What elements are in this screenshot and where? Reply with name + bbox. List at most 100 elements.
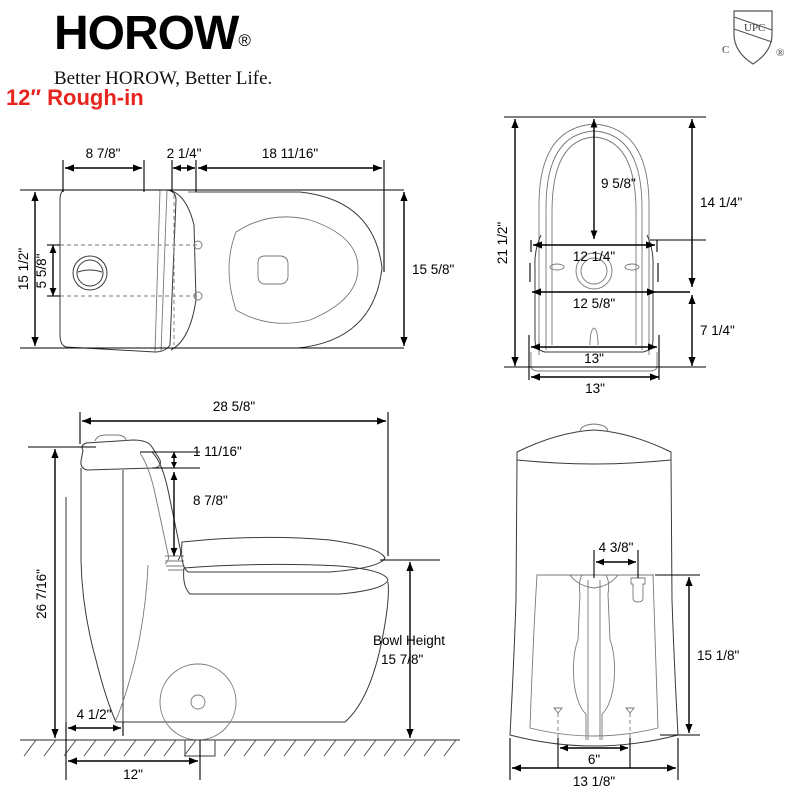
tank-lid-outline [80,439,161,471]
dim-side-rough-in: 12" [68,757,198,782]
brand-wordmark: HOROW® [54,8,251,67]
dim-front-lower-height: 7 1/4" [688,295,735,366]
brand-tagline: Better HOROW, Better Life. [54,68,273,89]
upc-certification-badge: UPC C ® [722,10,784,65]
floor-hatching [23,739,457,757]
tank-neck-back [139,452,170,565]
dim-side-overall-length: 28 5/8" [82,399,386,425]
front-flush-inner-ring [580,257,608,285]
shield-band-bottom [733,28,773,43]
dim-rear-bolt-spacing-text: 6" [588,752,601,767]
hinge-left [549,263,565,271]
flush-button-divider [77,269,103,273]
dim-front-upper-height: 14 1/4" [688,119,743,287]
dim-tank-width: 15 1/2" [16,192,39,346]
dim-lid-thickness-text: 1 11/16" [193,444,242,459]
rough-in-label: 12″ Rough-in [6,85,144,110]
dim-tank-bowl-gap-text: 2 1/4" [167,146,202,161]
dim-tank-drop: 8 7/8" [170,472,228,556]
dim-seat-width-text: 12 1/4" [573,249,616,264]
supply-valve-icon [630,577,646,603]
dim-bowl-height-value: 15 7/8" [381,652,424,667]
dim-bowl-length: 18 11/16" [198,146,382,172]
trapway-top-curve [569,574,619,589]
dim-bowl-length-text: 18 11/16" [262,146,319,161]
dim-lid-thickness: 1 11/16" [171,444,242,468]
dim-tank-bowl-gap: 2 1/4" [167,146,202,172]
dim-rear-bolt-spacing: 6" [560,744,628,767]
rear-lid-outline [516,429,672,465]
front-base-outline [530,352,658,372]
shield-band-top [733,16,773,31]
trapway-left [573,574,587,740]
tank-seam-1 [154,189,161,353]
dim-tank-depth: 8 7/8" [65,146,142,172]
dim-bowl-height-label: Bowl Height [373,633,445,648]
dim-seat-arc-height: 9 5/8" [590,119,636,239]
brand-logo: HOROW® Better HOROW, Better Life. [54,8,272,90]
rear-tank-outline [509,459,679,747]
bolt-hole-top [193,240,203,250]
top-view: 8 7/8" 2 1/4" 18 11/16" 15 1/2" [16,146,455,353]
hinge-right [624,263,640,271]
trapway-right [601,574,615,740]
brand-name: HOROW [54,7,239,60]
flush-button-inner [76,259,104,287]
dim-trapway-offset: 4 3/8" [596,540,636,566]
dim-rear-clearance: 4 1/2" [68,707,121,732]
dim-bowl-width-top-text: 15 5/8" [412,262,455,277]
dim-side-overall-height: 26 7/16" [34,449,59,738]
dim-side-rough-in-text: 12" [123,767,143,782]
dim-rear-base-width: 13 1/8" [512,764,676,789]
bowl-inner-rim [228,216,359,324]
dim-tank-depth-text: 8 7/8" [86,146,121,161]
flush-button-outer [72,255,108,291]
rear-recessed-panel [529,574,659,737]
bowl-body-side [122,470,389,723]
shield-icon [733,10,773,65]
dim-bowl-width-top: 15 5/8" [400,192,455,346]
tank-lid-button [94,434,127,442]
dim-side-overall-length-text: 28 5/8" [213,399,256,414]
cleanout-center [190,694,206,710]
upc-left-letter: C [722,44,729,56]
dim-front-bowl-width: 12 5/8" [532,288,690,311]
dim-front-base-width: 13" [531,343,657,366]
dim-front-overall-height: 21 1/2" [495,119,519,366]
dim-tank-drop-text: 8 7/8" [193,493,228,508]
dim-rear-clearance-text: 4 1/2" [77,707,112,722]
trapway-center-lines [587,580,601,740]
dim-front-base-width-text: 13" [584,351,604,366]
upc-right-letter: ® [776,47,784,59]
dim-rear-base-height: 15 1/8" [685,577,740,733]
dim-side-overall-height-text: 26 7/16" [34,569,49,619]
dim-rear-base-height-text: 15 1/8" [697,648,740,663]
dim-front-overall-height-text: 21 1/2" [495,222,510,265]
rear-view: 4 3/8" 15 1/8" 6" 13 1/8" [509,423,740,789]
dim-front-footprint-width: 13" [531,373,659,396]
dim-bowl-height: Bowl Height 15 7/8" [373,562,445,738]
tank-bowl-transition [167,189,197,351]
dim-bolt-spacing-top: 5 5/8" [34,244,60,297]
seat-hinge-ribs [165,555,184,571]
front-flush-outer-ring [575,252,613,290]
dim-seat-width: 12 1/4" [533,241,655,264]
bolt-marker-right [625,707,635,714]
dim-rear-base-width-text: 13 1/8" [573,774,616,789]
dim-front-footprint-width-text: 13" [585,381,605,396]
tank-seam-2 [160,189,168,353]
bowl-outline [188,191,383,349]
front-view: 21 1/2" 9 5/8" 14 1/4" 7 1/4" [495,116,743,396]
dim-seat-arc-height-text: 9 5/8" [601,176,636,191]
seat-lid-side [181,536,386,573]
dim-bolt-spacing-top-text: 5 5/8" [34,253,49,288]
side-view: 28 5/8" 1 11/16" 8 7/8" 26 7/16" [20,399,460,782]
dim-tank-width-text: 15 1/2" [16,248,31,291]
bowl-inner-curve [114,564,149,723]
bolt-hole-bottom [193,291,203,301]
cleanout-cover [159,663,237,741]
dim-front-upper-height-text: 14 1/4" [700,195,743,210]
upc-mark-text: UPC [744,22,765,34]
